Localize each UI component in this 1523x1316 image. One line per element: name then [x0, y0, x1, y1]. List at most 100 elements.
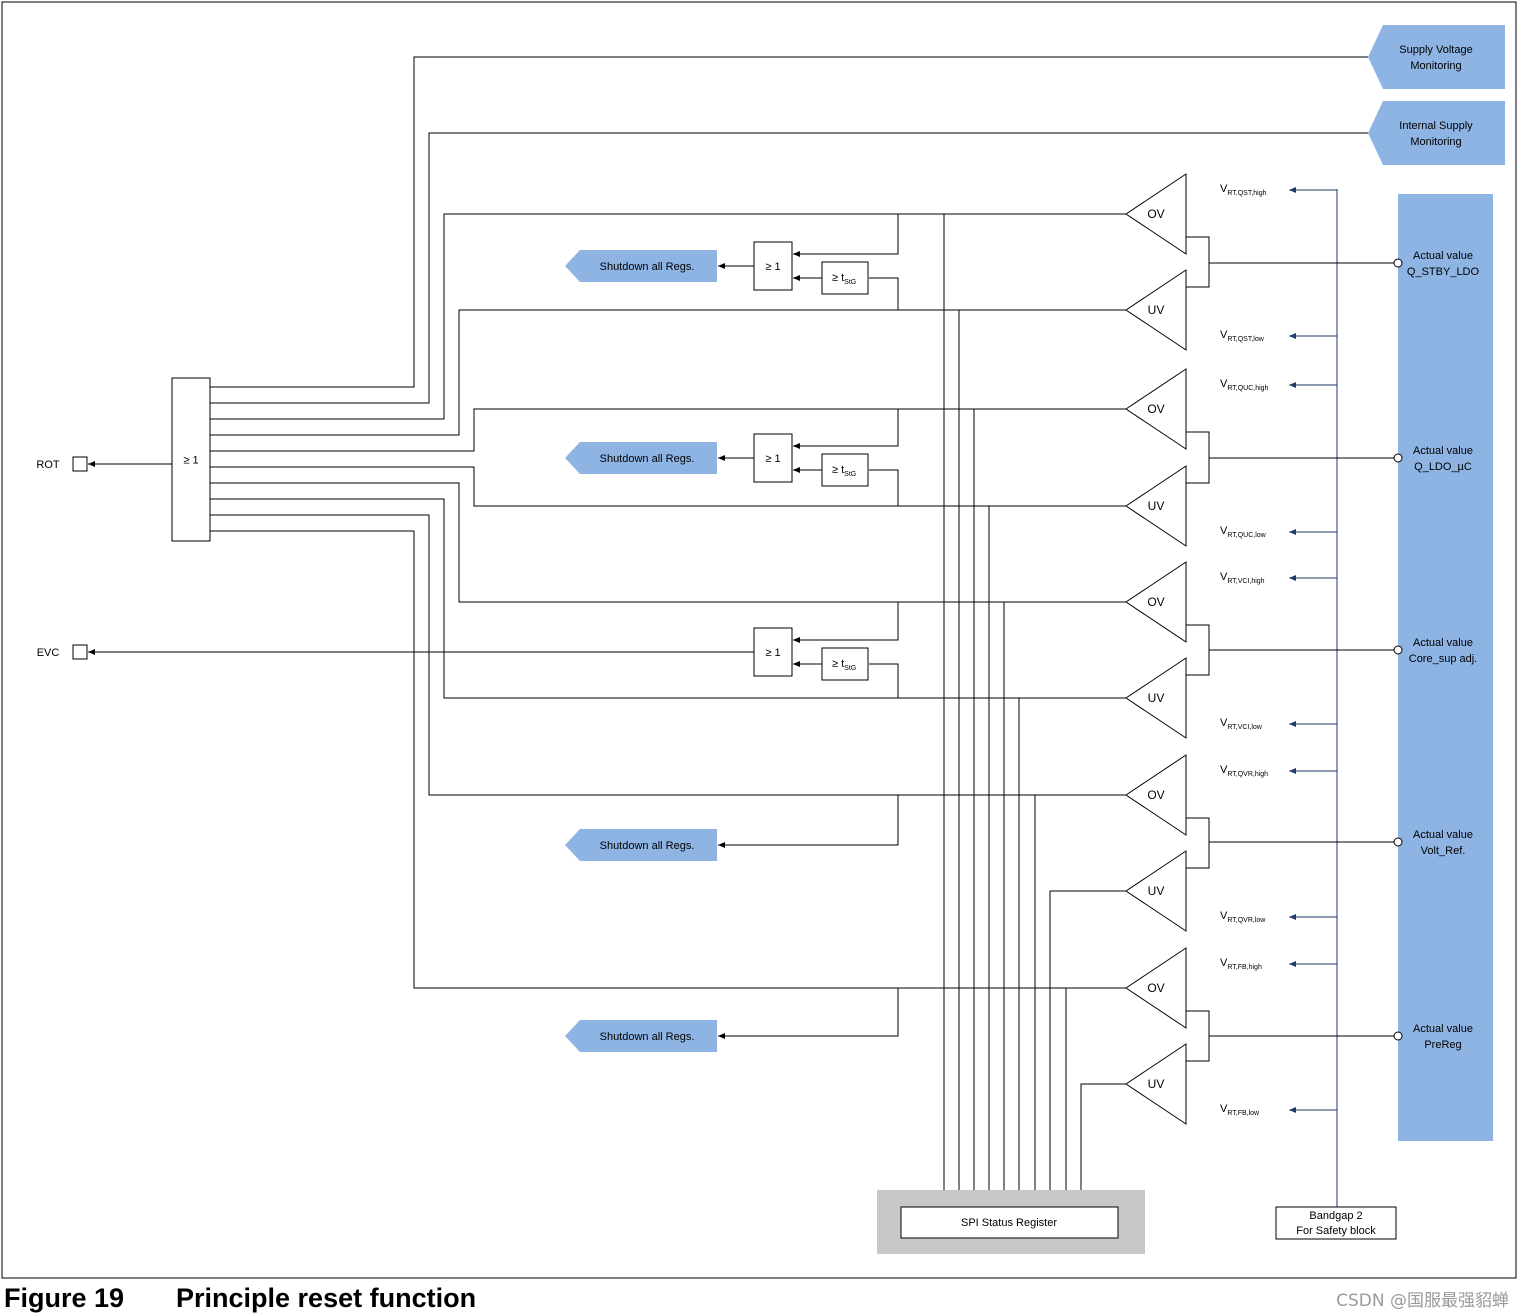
- comparator-input-wire: [1186, 817, 1394, 843]
- low-threshold-label: VRT,VCI,low: [1220, 717, 1263, 731]
- figure-title: Principle reset function: [176, 1283, 477, 1313]
- timer-input-wire: [869, 469, 899, 506]
- high-threshold-label: VRT,FB,high: [1220, 957, 1262, 971]
- high-threshold-label: VRT,QVR,high: [1220, 764, 1268, 778]
- comparator-input-wire: [1186, 236, 1394, 264]
- internal-supply-monitoring: [1368, 101, 1505, 165]
- actual-value-label: Q_LDO_µC: [1414, 461, 1472, 473]
- ov-comparator: [1125, 754, 1187, 836]
- shutdown-flag: [565, 829, 717, 861]
- ov-label: OV: [1147, 402, 1164, 416]
- comparator-input-wire: [1186, 650, 1210, 676]
- ov-comparator: [1125, 173, 1187, 255]
- shutdown-wire: [718, 988, 899, 1039]
- or-gate-label: ≥ 1: [765, 647, 780, 659]
- low-threshold-label: VRT,FB,low: [1220, 1103, 1260, 1117]
- ov-output-wire: [210, 482, 1126, 603]
- shutdown-label: Shutdown all Regs.: [600, 453, 695, 465]
- shutdown-flag: [565, 1020, 717, 1052]
- actual-value-label: Volt_Ref.: [1421, 845, 1466, 857]
- uv-comparator: [1125, 1043, 1187, 1125]
- timer-label: ≥ tStG: [832, 272, 856, 286]
- or-gate-label: ≥ 1: [765, 261, 780, 273]
- shutdown-flag: [565, 442, 717, 474]
- internal-supply-monitoring-label: Monitoring: [1410, 136, 1461, 148]
- comparator-input-wire: [1186, 458, 1210, 484]
- high-threshold-label: VRT,VCI,high: [1220, 571, 1265, 585]
- figure-frame: [1, 1, 1517, 1279]
- internal-monitor-wire: [210, 132, 1368, 404]
- ov-label: OV: [1147, 788, 1164, 802]
- comparator-input-wire: [1186, 263, 1210, 288]
- actual-value-label: PreReg: [1424, 1039, 1461, 1051]
- uv-comparator: [1125, 465, 1187, 547]
- shutdown-label: Shutdown all Regs.: [600, 1031, 695, 1043]
- gate-input-wire: [793, 409, 899, 449]
- uv-spi-wire: [1047, 890, 1126, 1207]
- ov-output-wire: [210, 530, 1126, 989]
- blocks: [72, 25, 1505, 1254]
- rot-or-gate: [171, 377, 211, 542]
- evc-pin: [72, 644, 88, 660]
- actual-value-node: [1393, 837, 1403, 847]
- ov-comparator: [1125, 947, 1187, 1029]
- ov-output-wire: [210, 408, 1126, 452]
- uv-label: UV: [1148, 303, 1165, 317]
- or-gate-label: ≥ 1: [183, 455, 198, 467]
- ov-label: OV: [1147, 207, 1164, 221]
- uv-label: UV: [1148, 691, 1165, 705]
- wiring: [88, 56, 1394, 1207]
- actual-value-label: Actual value: [1413, 250, 1473, 262]
- spi-register-label: SPI Status Register: [961, 1217, 1057, 1229]
- timer-label: ≥ tStG: [832, 658, 856, 672]
- uv-label: UV: [1148, 499, 1165, 513]
- shutdown-wire: [718, 795, 899, 848]
- timer-label: ≥ tStG: [832, 464, 856, 478]
- low-threshold-label: VRT,QVR,low: [1220, 910, 1266, 924]
- actual-value-node: [1393, 1031, 1403, 1041]
- internal-supply-monitoring-label: Internal Supply: [1399, 120, 1473, 132]
- uv-spi-wire: [1078, 1083, 1126, 1207]
- timer-input-wire: [869, 663, 899, 698]
- shutdown-label: Shutdown all Regs.: [600, 261, 695, 273]
- timer-block: [821, 453, 869, 487]
- actual-value-bar: [1398, 194, 1493, 1141]
- actual-value-label: Actual value: [1413, 1023, 1473, 1035]
- supply-voltage-monitoring-label: Monitoring: [1410, 60, 1461, 72]
- shutdown-or-gate: [753, 627, 793, 677]
- shutdown-flag: [565, 250, 717, 282]
- bandgap-block: [1275, 1206, 1397, 1240]
- bandgap-label: For Safety block: [1296, 1225, 1376, 1237]
- comparator-input-wire: [1186, 842, 1210, 869]
- spi-status-register: [900, 1206, 1119, 1239]
- shutdown-or-gate: [753, 433, 793, 483]
- gate-input-wire: [793, 214, 899, 257]
- ov-comparator: [1125, 368, 1187, 450]
- comparator-input-wire: [1186, 624, 1394, 651]
- actual-value-node: [1393, 645, 1403, 655]
- comparator-input-wire: [1186, 431, 1394, 459]
- uv-comparator: [1125, 657, 1187, 739]
- uv-label: UV: [1148, 884, 1165, 898]
- low-threshold-label: VRT,QST,low: [1220, 329, 1265, 343]
- shutdown-or-gate: [753, 241, 793, 291]
- uv-output-wire: [210, 498, 1126, 699]
- uv-comparator: [1125, 850, 1187, 932]
- actual-value-label: Actual value: [1413, 829, 1473, 841]
- evc-label: EVC: [37, 647, 60, 659]
- actual-value-label: Core_sup adj.: [1409, 653, 1478, 665]
- or-gate-label: ≥ 1: [765, 453, 780, 465]
- figure-number: Figure 19: [4, 1283, 125, 1313]
- high-threshold-label: VRT,QST,high: [1220, 183, 1267, 197]
- actual-value-node: [1393, 258, 1403, 268]
- uv-output-wire: [210, 466, 1126, 507]
- shutdown-label: Shutdown all Regs.: [600, 840, 695, 852]
- ov-label: OV: [1147, 981, 1164, 995]
- uv-output-wire: [210, 309, 1126, 436]
- high-threshold-label: VRT,QUC,high: [1220, 378, 1269, 392]
- ov-label: OV: [1147, 595, 1164, 609]
- ov-output-wire: [210, 514, 1126, 796]
- timer-block: [821, 647, 869, 681]
- uv-label: UV: [1148, 1077, 1165, 1091]
